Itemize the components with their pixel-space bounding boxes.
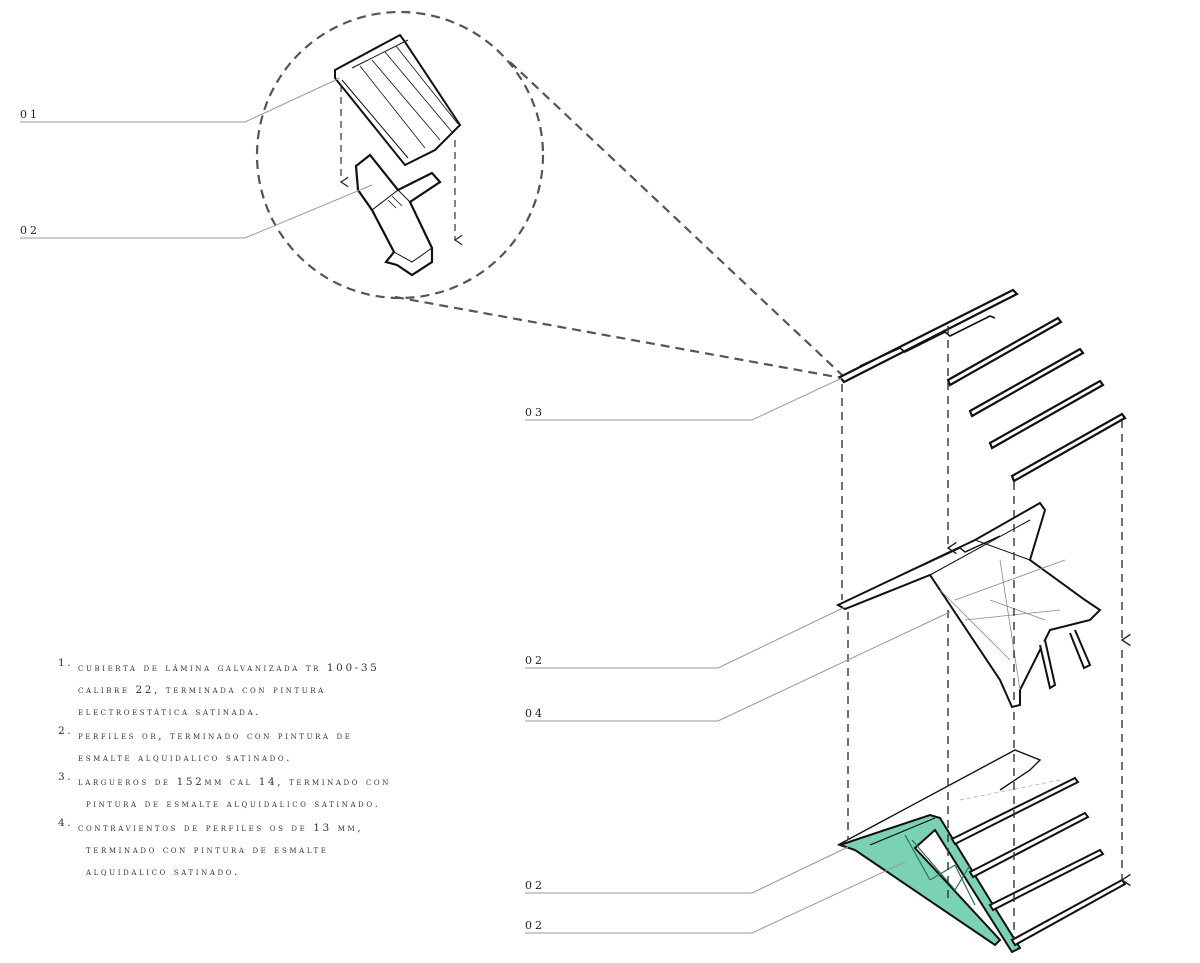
note-line: calibre 22, terminada con pintura <box>78 684 326 696</box>
leader-lines <box>20 77 951 934</box>
note-number: 4. <box>58 817 74 829</box>
callout-02-middle: 02 <box>525 654 545 667</box>
note-line: largueros de 152mm cal 14, terminado con <box>78 776 391 788</box>
note-line: electroestática satinada. <box>78 706 262 718</box>
note-line: cubierta de lámina galvanizada tr 100-35 <box>78 662 380 674</box>
callout-04: 04 <box>525 707 545 720</box>
note-number: 3. <box>58 771 74 783</box>
truss-layer-bottom <box>836 749 1127 954</box>
callout-01: 01 <box>20 108 40 121</box>
note-number: 2. <box>58 725 74 737</box>
magnifier-tangent-bottom <box>394 295 843 380</box>
note-item-4: 4. contravientos de perfiles os de 13 mm… <box>58 817 418 883</box>
note-item-2: 2. perfiles or, terminado con pintura de… <box>58 725 418 769</box>
specification-notes: 1. cubierta de lámina galvanizada tr 100… <box>58 657 418 883</box>
callout-03: 03 <box>525 406 545 419</box>
profile-layer-middle <box>835 501 1102 709</box>
detail-magnifier-circle <box>255 10 545 300</box>
note-item-3: 3. largueros de 152mm cal 14, terminado … <box>58 771 418 815</box>
note-line: pintura de esmalte alquidalico satinado. <box>86 798 381 810</box>
corrugated-sheet-detail <box>334 33 462 167</box>
note-line: alquidalico satinado. <box>86 866 240 878</box>
profile-detail <box>354 153 442 277</box>
note-line: perfiles or, terminado con pintura de <box>78 730 353 742</box>
assembly-lines <box>841 326 1131 940</box>
note-line: terminado con pintura de esmalte <box>86 844 329 856</box>
note-line: contravientos de perfiles os de 13 mm, <box>78 822 364 834</box>
note-line: esmalte alquidalico satinado. <box>78 752 293 764</box>
callout-02-detail: 02 <box>20 224 40 237</box>
roof-sheet-strip <box>838 288 1019 384</box>
purlins <box>946 316 1127 483</box>
note-item-1: 1. cubierta de lámina galvanizada tr 100… <box>58 657 418 723</box>
note-number: 1. <box>58 657 74 669</box>
magnifier-tangent-top <box>509 61 843 376</box>
callout-02-lower-a: 02 <box>525 879 545 892</box>
callout-02-lower-b: 02 <box>525 919 545 932</box>
